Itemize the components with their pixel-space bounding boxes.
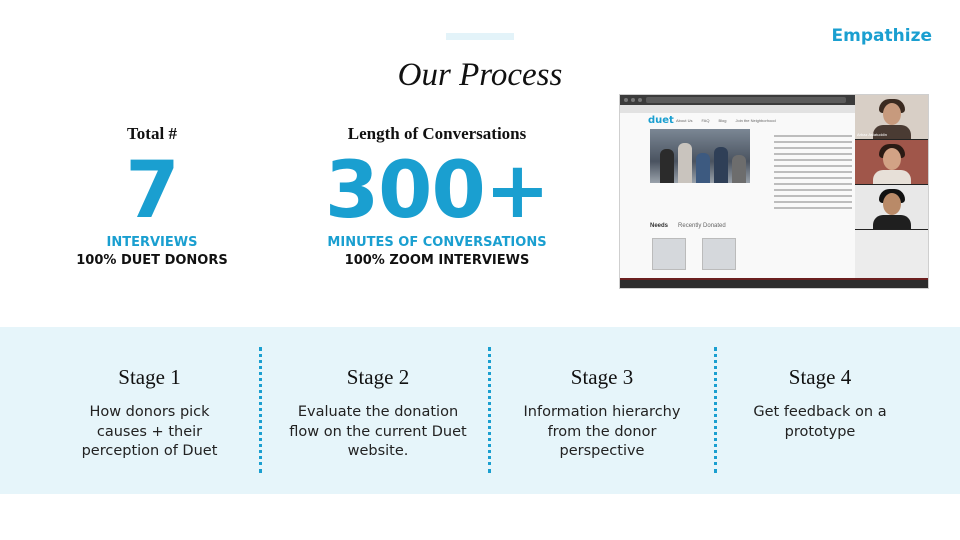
participant-tile — [855, 140, 928, 185]
stage-divider — [259, 347, 262, 473]
stage-4: Stage 4 Get feedback on a prototype — [740, 327, 900, 494]
stage-divider — [714, 347, 717, 473]
nav-item: About Us — [676, 118, 693, 123]
needs-header: Needs Recently Donated — [650, 223, 726, 229]
stage-description: Evaluate the donation flow on the curren… — [289, 404, 467, 459]
stage-1: Stage 1 How donors pick causes + their p… — [72, 327, 227, 494]
video-participants: Arbaz Aslatuddin — [855, 95, 928, 230]
site-nav: About Us FAQ Blog Join the Neighborhood — [676, 118, 776, 123]
page-title: Our Process — [397, 57, 563, 93]
stat-total-interviews: Total # 7 INTERVIEWS 100% DUET DONORS — [62, 124, 242, 270]
jacket-item — [702, 238, 736, 270]
recently-donated-label: Recently Donated — [678, 223, 726, 229]
stage-3: Stage 3 Information hierarchy from the d… — [512, 327, 692, 494]
nav-item: Join the Neighborhood — [735, 118, 776, 123]
nav-item: FAQ — [701, 118, 710, 123]
stat-number: 7 — [125, 146, 179, 236]
window-controls-icon — [624, 98, 642, 102]
stage-title: Stage 3 — [570, 365, 634, 389]
stage-title: Stage 4 — [788, 365, 852, 389]
top-accent-bar — [446, 33, 514, 40]
participant-tile: Arbaz Aslatuddin — [855, 95, 928, 140]
stage-description: How donors pick causes + their perceptio… — [81, 404, 218, 459]
stat-conversation-length: Length of Conversations 300+ MINUTES OF … — [296, 124, 578, 270]
stage-description: Information hierarchy from the donor per… — [523, 404, 681, 459]
zoom-interview-screenshot: duet About Us FAQ Blog Join the Neighbor… — [619, 94, 929, 289]
bookmarks-bar — [620, 105, 928, 113]
participant-tile — [855, 185, 928, 230]
stat-subtitle-secondary: 100% DUET DONORS — [76, 253, 228, 268]
stages-band: Stage 1 How donors pick causes + their p… — [0, 327, 960, 494]
nav-item: Blog — [718, 118, 727, 123]
stage-title: Stage 2 — [346, 365, 410, 389]
backpack-item — [652, 238, 686, 270]
stage-divider — [488, 347, 491, 473]
progress-line — [620, 278, 928, 280]
family-photo — [650, 129, 750, 183]
stage-description: Get feedback on a prototype — [753, 404, 887, 440]
stat-subtitle-primary: MINUTES OF CONVERSATIONS — [327, 235, 547, 250]
stage-2: Stage 2 Evaluate the donation flow on th… — [284, 327, 472, 494]
stat-subtitle-primary: INTERVIEWS — [106, 235, 198, 250]
stage-title: Stage 1 — [118, 365, 181, 389]
duet-logo: duet — [648, 115, 674, 126]
stat-number: 300+ — [324, 146, 550, 236]
stat-heading: Length of Conversations — [347, 124, 527, 143]
duet-website: duet About Us FAQ Blog Join the Neighbor… — [620, 113, 855, 288]
app-dock — [620, 280, 928, 288]
stat-heading: Total # — [127, 124, 177, 143]
browser-chrome — [620, 95, 928, 105]
section-label: Empathize — [831, 26, 932, 46]
story-text — [774, 135, 852, 213]
participant-name: Arbaz Aslatuddin — [857, 132, 888, 137]
needs-label: Needs — [650, 223, 669, 229]
address-bar — [646, 97, 846, 103]
stat-subtitle-secondary: 100% ZOOM INTERVIEWS — [344, 253, 530, 268]
